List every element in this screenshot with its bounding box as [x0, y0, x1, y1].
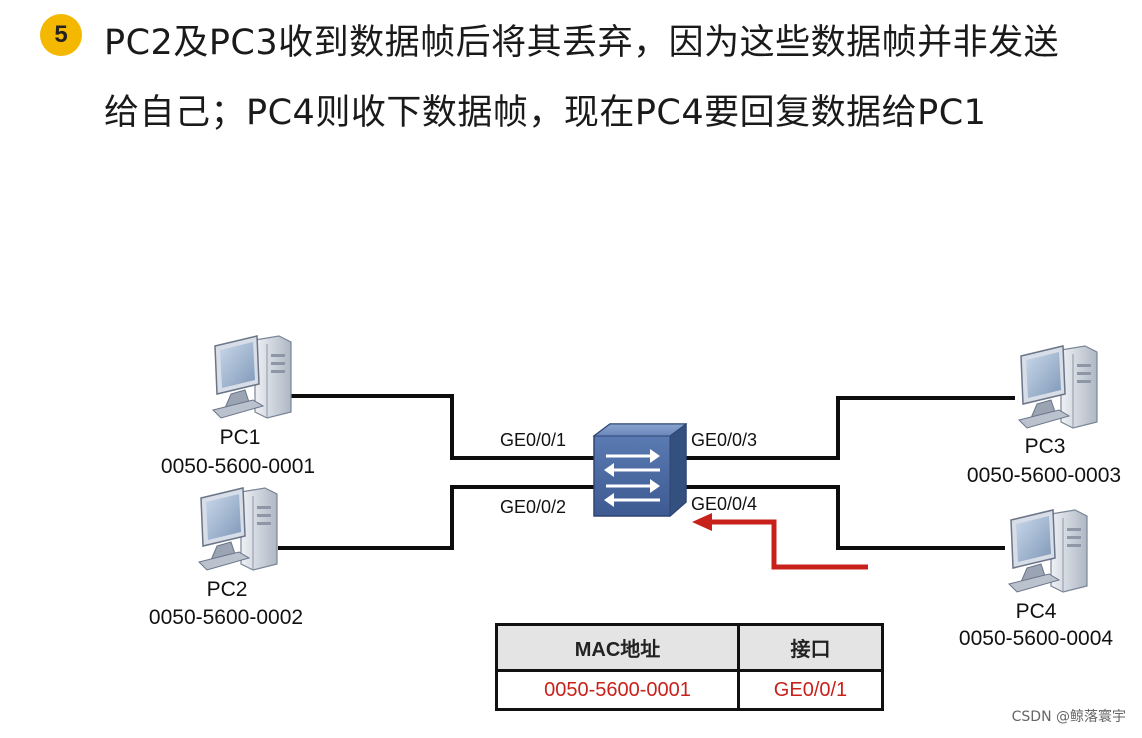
pc3-name: PC3 [1024, 435, 1066, 458]
mac-table-header-port: 接口 [740, 626, 881, 672]
port-label-ge3: GE0/0/3 [691, 430, 758, 450]
pc4-icon [1008, 509, 1088, 593]
port-label-ge2: GE0/0/2 [500, 497, 567, 517]
pc3-icon [1018, 345, 1098, 429]
red-arrow [692, 513, 868, 570]
mac-address-table: MAC地址 接口 0050-5600-0001 GE0/0/1 [495, 623, 884, 711]
mac-table-cell-port: GE0/0/1 [773, 678, 848, 701]
pc2-icon [198, 487, 278, 571]
pc1-mac: 0050-5600-0001 [160, 455, 316, 478]
pc1-name: PC1 [219, 426, 261, 449]
watermark: CSDN @鲸落寰宇 [1011, 709, 1126, 725]
step-badge: 5 [40, 14, 82, 56]
pc3-mac: 0050-5600-0003 [966, 464, 1122, 487]
cables [278, 394, 1015, 550]
mac-table-cell-mac: 0050-5600-0001 [498, 672, 740, 708]
cable-pc1 [290, 394, 600, 460]
headline: PC2及PC3收到数据帧后将其丢弃，因为这些数据帧并非发送 给自己；PC4则收下… [104, 8, 1134, 148]
headline-line-1: PC2及PC3收到数据帧后将其丢弃，因为这些数据帧并非发送 [104, 23, 1060, 63]
switch-icon [592, 423, 688, 518]
pc2-name: PC2 [206, 578, 248, 601]
mac-table-header-mac: MAC地址 [498, 626, 740, 672]
port-label-ge4: GE0/0/4 [691, 494, 758, 514]
pc1-icon [212, 335, 292, 419]
cable-pc4 [684, 485, 1005, 550]
cable-pc3 [684, 396, 1015, 460]
step-number: 5 [54, 21, 68, 48]
pc4-name: PC4 [1015, 600, 1057, 623]
cable-pc2 [278, 485, 600, 550]
headline-line-2: 给自己；PC4则收下数据帧，现在PC4要回复数据给PC1 [104, 93, 987, 133]
pc2-mac: 0050-5600-0002 [148, 606, 304, 629]
port-label-ge1: GE0/0/1 [500, 430, 567, 450]
pc4-mac: 0050-5600-0004 [958, 627, 1114, 650]
